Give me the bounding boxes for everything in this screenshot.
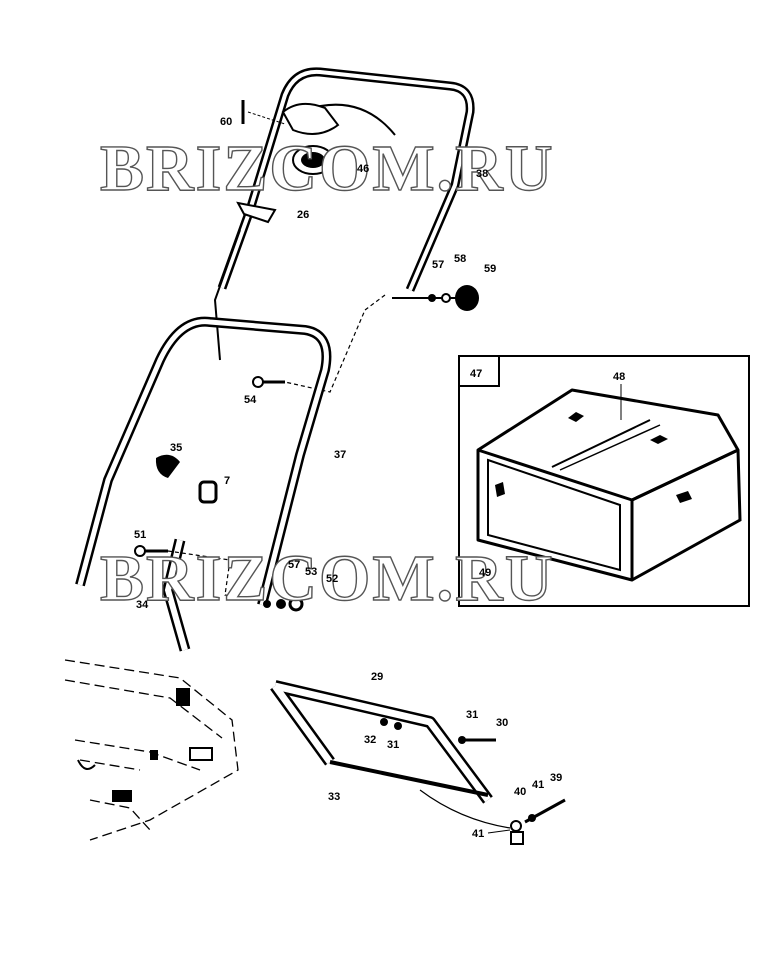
bolt-30 <box>458 736 496 744</box>
callout-38: 38 <box>476 168 488 180</box>
callout-32: 32 <box>364 734 376 746</box>
part-7 <box>198 480 218 504</box>
callout-30: 30 <box>496 717 508 729</box>
callout-51: 51 <box>134 529 146 541</box>
callout-41-lower: 41 <box>472 828 484 840</box>
lower-bracket-34 <box>162 538 191 652</box>
callout-37: 37 <box>334 449 346 461</box>
mower-mount-details <box>77 688 213 802</box>
clip-35 <box>155 454 180 478</box>
bolt-51 <box>134 545 259 601</box>
bolt-39-assembly <box>510 798 566 845</box>
callout-57-upper: 57 <box>432 259 444 271</box>
callout-58: 58 <box>454 253 466 265</box>
callout-49: 49 <box>479 567 491 579</box>
callout-60: 60 <box>220 116 232 128</box>
callout-40: 40 <box>514 786 526 798</box>
dashed-leader-knob <box>284 294 386 393</box>
mower-body-outline <box>64 659 239 841</box>
callout-39: 39 <box>550 772 562 784</box>
callout-57-lower: 57 <box>288 559 300 571</box>
lower-handle <box>75 316 332 607</box>
callout-33: 33 <box>328 791 340 803</box>
callout-41-upper: 41 <box>532 779 544 791</box>
callout-59: 59 <box>484 263 496 275</box>
callout-48: 48 <box>613 371 625 383</box>
callout-7: 7 <box>224 475 230 487</box>
callout-34: 34 <box>136 599 149 611</box>
callout-54: 54 <box>244 394 257 406</box>
callout-29: 29 <box>371 671 383 683</box>
callout-52: 52 <box>326 573 338 585</box>
screw-60 <box>241 100 286 125</box>
callout-46: 46 <box>357 163 369 175</box>
knob-assembly-upper <box>392 285 479 311</box>
callout-35: 35 <box>170 442 182 454</box>
callout-26: 26 <box>297 209 309 221</box>
callout-31-right: 31 <box>466 709 478 721</box>
switch-box <box>281 102 340 175</box>
leader-41 <box>487 829 511 834</box>
cable-clip-26 <box>236 201 277 224</box>
knob-assembly-lower <box>263 596 304 612</box>
watermark-bottom: BRIZCOM.RU <box>100 542 555 615</box>
upper-handle <box>217 67 475 292</box>
bag-frame <box>270 680 511 829</box>
callout-31-left: 31 <box>387 739 399 751</box>
inset-label-47: 47 <box>470 368 482 380</box>
bolt-54 <box>252 376 285 388</box>
callout-53: 53 <box>305 566 317 578</box>
inset-bag-47 <box>458 355 750 607</box>
watermark-top: BRIZCOM.RU <box>100 132 555 205</box>
